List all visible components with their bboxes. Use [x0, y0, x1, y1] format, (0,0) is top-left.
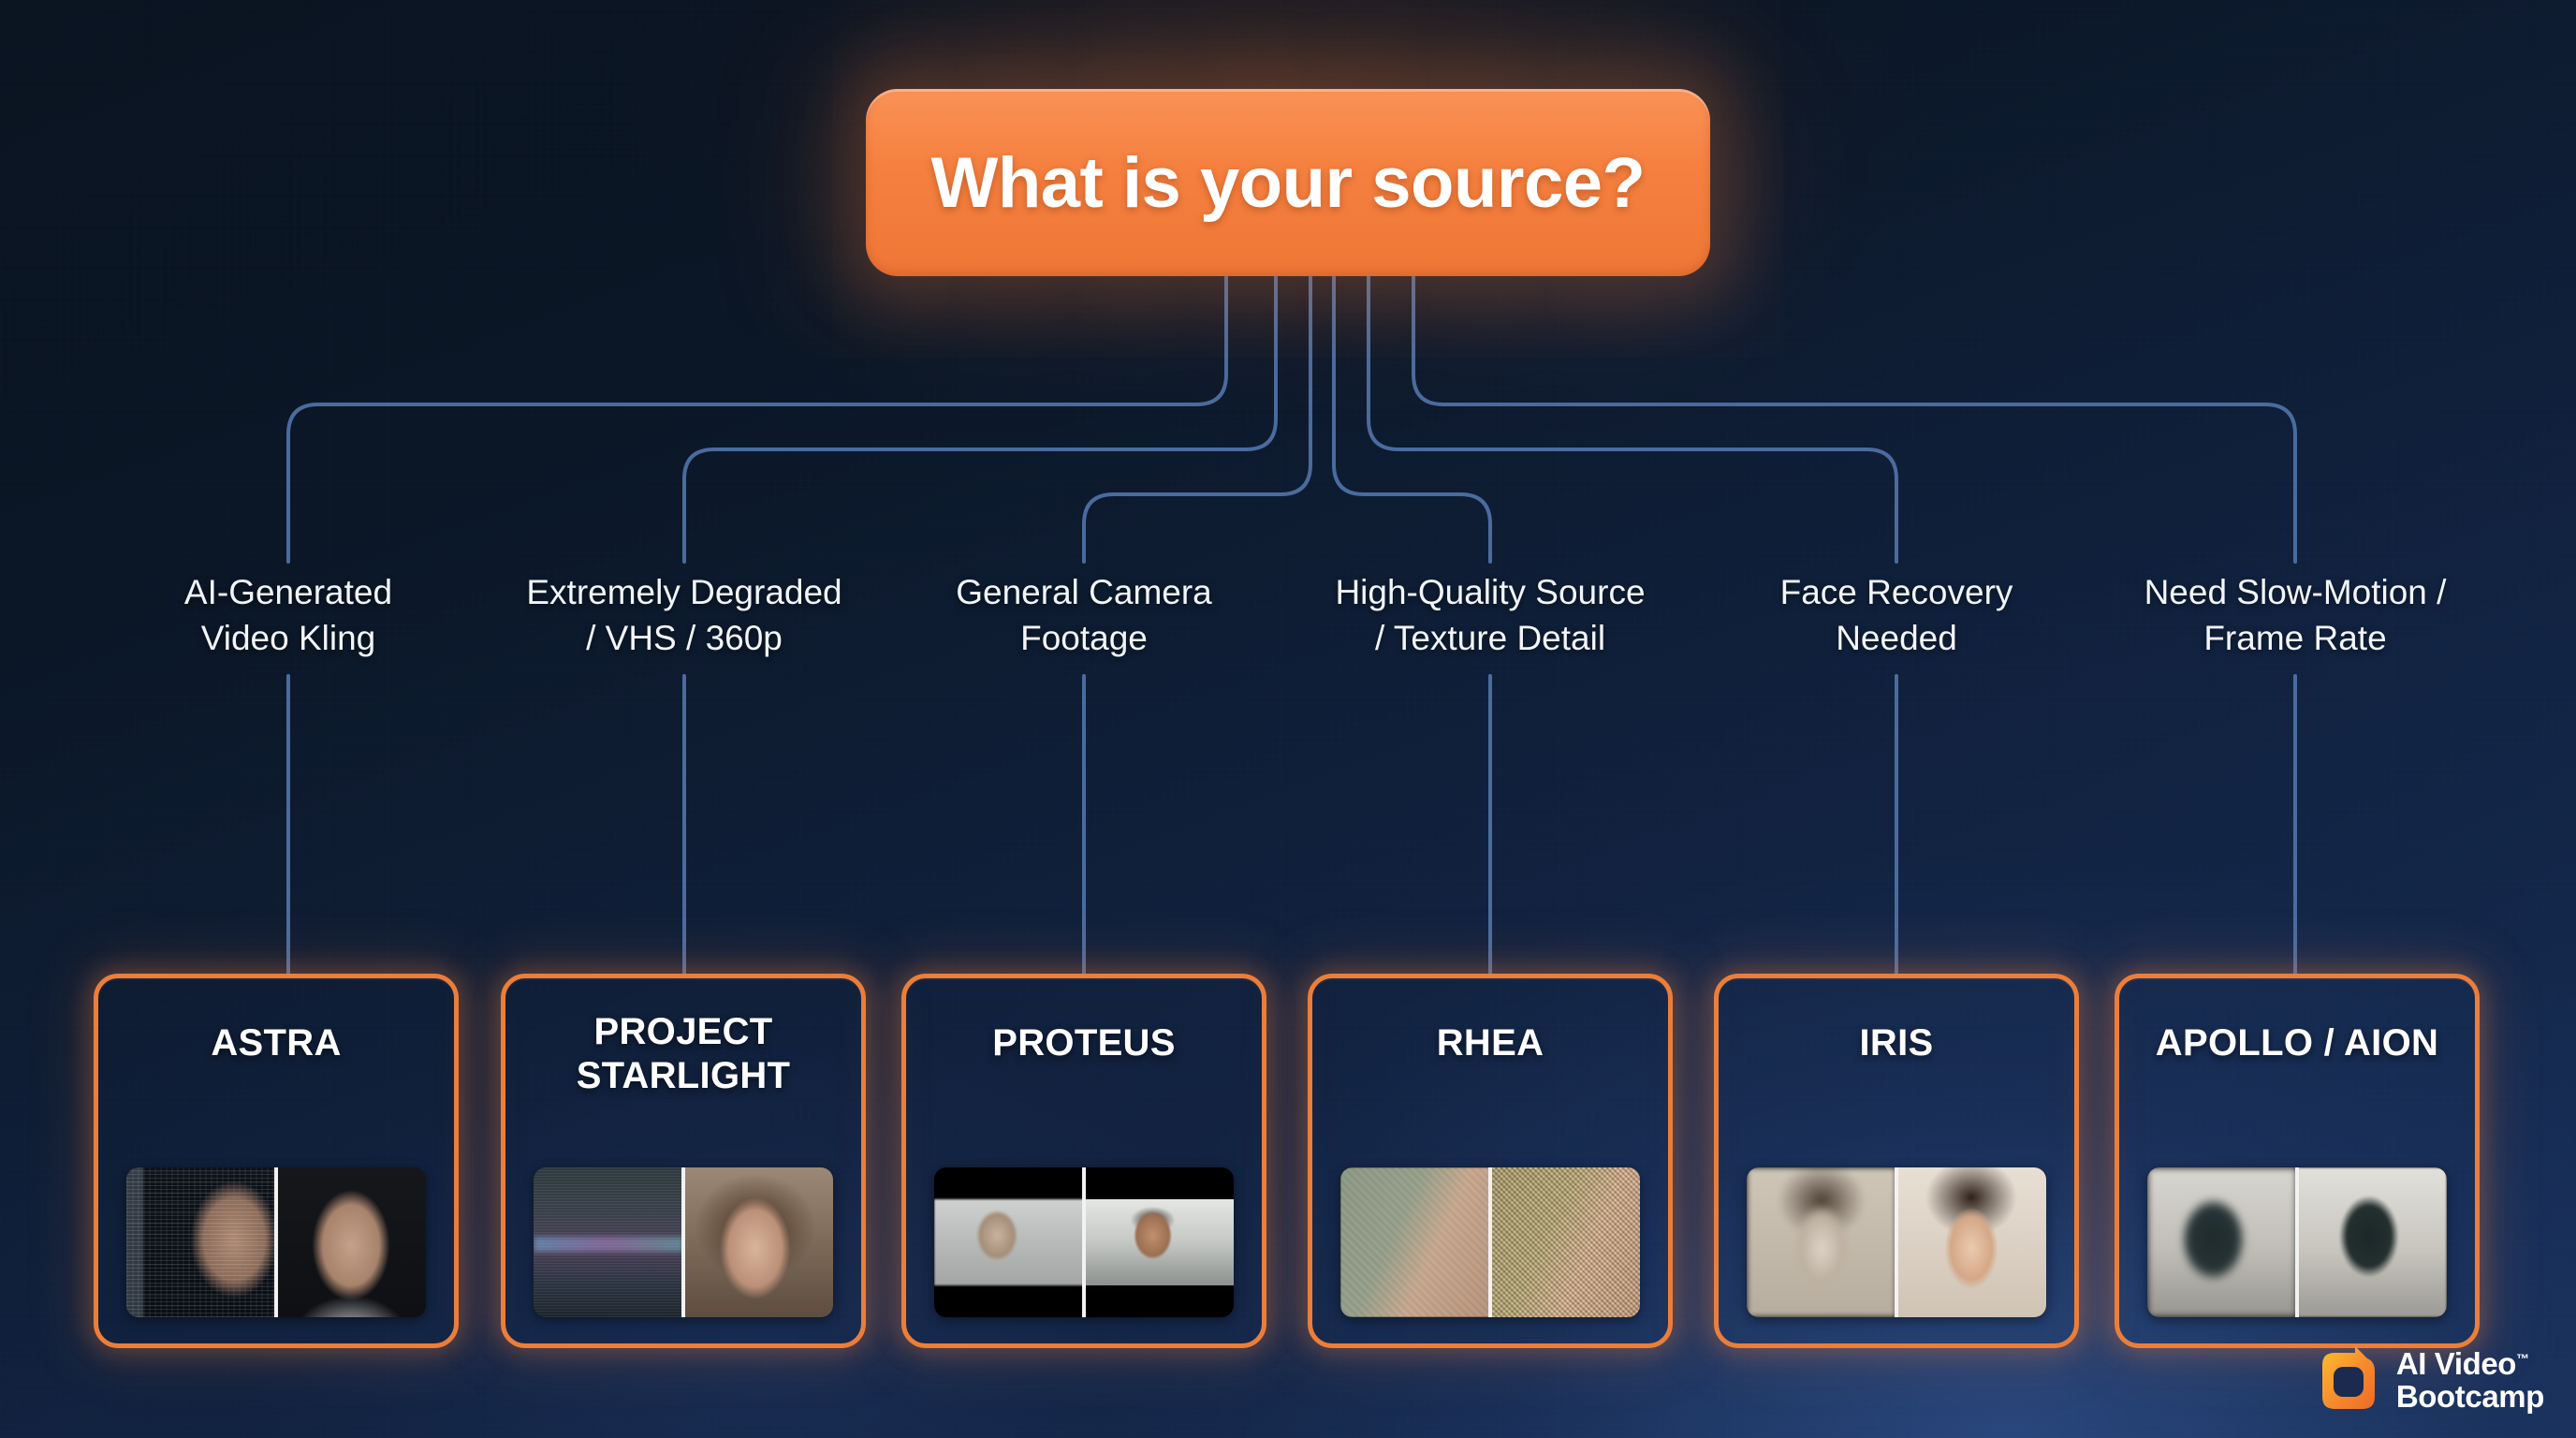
- model-card-apollo-aion-thumbnail: [2147, 1167, 2447, 1317]
- page-title: What is your source?: [930, 142, 1646, 223]
- branch-label-3-line2: Footage: [1020, 619, 1148, 658]
- wire-branch-1: [286, 275, 1228, 564]
- thumbnail-after: [1896, 1167, 2046, 1317]
- brand-logo: AI Video™ Bootcamp: [2318, 1346, 2544, 1414]
- thumbnail-after: [276, 1167, 426, 1317]
- before-after-divider: [274, 1167, 278, 1317]
- before-after-divider: [1895, 1167, 1898, 1317]
- thumbnail-after: [1490, 1167, 1640, 1317]
- model-card-proteus[interactable]: PROTEUS: [901, 974, 1266, 1348]
- model-card-astra[interactable]: ASTRA: [94, 974, 459, 1348]
- branch-label-2: Extremely Degraded / VHS / 360p: [483, 569, 886, 661]
- thumbnail-before: [1747, 1167, 1896, 1317]
- model-card-project-starlight-name-line2: STARLIGHT: [576, 1055, 791, 1097]
- branch-label-4-line2: / Texture Detail: [1374, 619, 1606, 658]
- branch-label-1-line1: AI-Generated: [183, 573, 393, 611]
- brand-logo-text: AI Video™ Bootcamp: [2395, 1345, 2545, 1414]
- branch-label-5-line2: Needed: [1836, 619, 1957, 658]
- thumbnail-before: [2147, 1167, 2297, 1317]
- trademark-mark: ™: [2516, 1350, 2529, 1366]
- branch-label-5-line1: Face Recovery: [1779, 573, 2013, 611]
- model-card-rhea-thumbnail: [1340, 1167, 1640, 1317]
- model-card-project-starlight-name-line1: PROJECT: [593, 1011, 773, 1052]
- branch-label-6: Need Slow-Motion / Frame Rate: [2094, 569, 2496, 661]
- wire-branch-2: [682, 275, 1278, 564]
- branch-label-3: General Camera Footage: [883, 569, 1285, 661]
- thumbnail-before: [534, 1167, 683, 1317]
- model-card-project-starlight-thumbnail: [534, 1167, 833, 1317]
- thumbnail-after: [2297, 1167, 2447, 1317]
- wire-branch-5: [1367, 275, 1898, 564]
- before-after-divider: [1488, 1167, 1492, 1317]
- thumbnail-before: [1340, 1167, 1490, 1317]
- model-card-proteus-thumbnail: [934, 1167, 1234, 1317]
- branch-label-4-line1: High-Quality Source: [1335, 573, 1646, 611]
- model-card-astra-thumbnail: [126, 1167, 426, 1317]
- branch-label-6-line2: Frame Rate: [2203, 619, 2387, 658]
- thumbnail-after: [683, 1167, 833, 1317]
- wire-branch-3: [1082, 275, 1312, 564]
- branch-label-5: Face Recovery Needed: [1695, 569, 2098, 661]
- model-card-iris-name: IRIS: [1859, 1022, 1934, 1064]
- branch-label-1: AI-Generated Video Kling: [87, 569, 490, 661]
- branch-label-6-line1: Need Slow-Motion /: [2144, 573, 2447, 611]
- thumbnail-before: [934, 1198, 1084, 1286]
- model-card-proteus-name: PROTEUS: [992, 1022, 1176, 1064]
- thumbnail-after: [1084, 1198, 1234, 1286]
- model-card-rhea-title: RHEA: [1312, 1021, 1668, 1065]
- model-card-project-starlight-title: PROJECT STARLIGHT: [505, 1010, 861, 1098]
- wire-branch-6: [1412, 275, 2297, 564]
- root-question-box[interactable]: What is your source?: [866, 89, 1710, 276]
- branch-label-4: High-Quality Source / Texture Detail: [1289, 569, 1691, 661]
- branch-label-2-line1: Extremely Degraded: [526, 573, 842, 611]
- brand-logo-line2: Bootcamp: [2395, 1379, 2545, 1414]
- speech-bubble-icon: [2321, 1346, 2375, 1409]
- model-card-apollo-aion-name: APOLLO / AION: [2155, 1022, 2439, 1064]
- brand-logo-line1: AI Video: [2395, 1345, 2517, 1381]
- branch-label-3-line1: General Camera: [956, 573, 1212, 611]
- model-card-rhea[interactable]: RHEA: [1308, 974, 1673, 1348]
- model-card-rhea-name: RHEA: [1436, 1022, 1544, 1064]
- before-after-divider: [1082, 1167, 1086, 1317]
- wire-branch-4: [1332, 275, 1492, 564]
- branch-label-2-line2: / VHS / 360p: [586, 619, 783, 658]
- model-card-proteus-title: PROTEUS: [906, 1021, 1262, 1065]
- model-card-iris[interactable]: IRIS: [1714, 974, 2079, 1348]
- branch-label-1-line2: Video Kling: [200, 619, 376, 658]
- model-card-project-starlight[interactable]: PROJECT STARLIGHT: [501, 974, 866, 1348]
- before-after-divider: [681, 1167, 685, 1317]
- model-card-iris-title: IRIS: [1719, 1021, 2074, 1065]
- thumbnail-before: [126, 1167, 276, 1317]
- model-card-iris-thumbnail: [1747, 1167, 2046, 1317]
- model-card-apollo-aion[interactable]: APOLLO / AION: [2115, 974, 2480, 1348]
- model-card-astra-name: ASTRA: [211, 1022, 342, 1064]
- model-card-apollo-aion-title: APOLLO / AION: [2119, 1021, 2475, 1065]
- model-card-astra-title: ASTRA: [98, 1021, 454, 1065]
- before-after-divider: [2295, 1167, 2299, 1317]
